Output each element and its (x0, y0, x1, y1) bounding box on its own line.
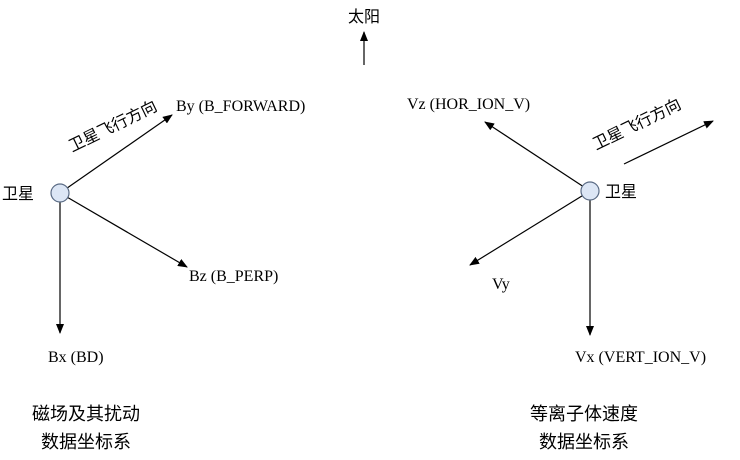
sun-label: 太阳 (348, 7, 380, 26)
plasma-frame: 卫星 卫星飞行方向 Vz (HOR_ION_V) Vy Vx (VERT_ION… (407, 94, 714, 453)
magnetic-caption-line1: 磁场及其扰动 (32, 404, 140, 425)
satellite-label: 卫星 (2, 184, 34, 203)
bx-axis-label: Bx (BD) (48, 349, 104, 366)
magnetic-caption-line2: 数据坐标系 (41, 432, 131, 453)
satellite-marker (580, 181, 600, 201)
bz-axis-label: Bz (B_PERP) (189, 268, 278, 285)
flight-direction-arrow (623, 120, 714, 165)
flight-direction-label: 卫星飞行方向 (589, 94, 684, 153)
bz-axis-arrow (59, 192, 188, 268)
vz-axis-arrow (484, 121, 591, 192)
plasma-caption-line1: 等离子体速度 (530, 404, 638, 425)
vy-axis-label: Vy (492, 276, 510, 293)
by-axis-arrow (59, 114, 173, 194)
satellite-label: 卫星 (605, 182, 637, 201)
vz-axis-label: Vz (HOR_ION_V) (407, 96, 530, 113)
by-axis-label: By (B_FORWARD) (176, 98, 305, 115)
vx-axis-label: Vx (VERT_ION_V) (575, 349, 706, 366)
magnetic-frame: 卫星 卫星飞行方向 By (B_FORWARD) Bz (B_PERP) Bx … (2, 96, 305, 453)
vy-axis-arrow (469, 190, 591, 266)
flight-direction-label: 卫星飞行方向 (65, 96, 160, 155)
plasma-caption-line2: 数据坐标系 (539, 432, 629, 453)
satellite-marker (50, 183, 70, 203)
